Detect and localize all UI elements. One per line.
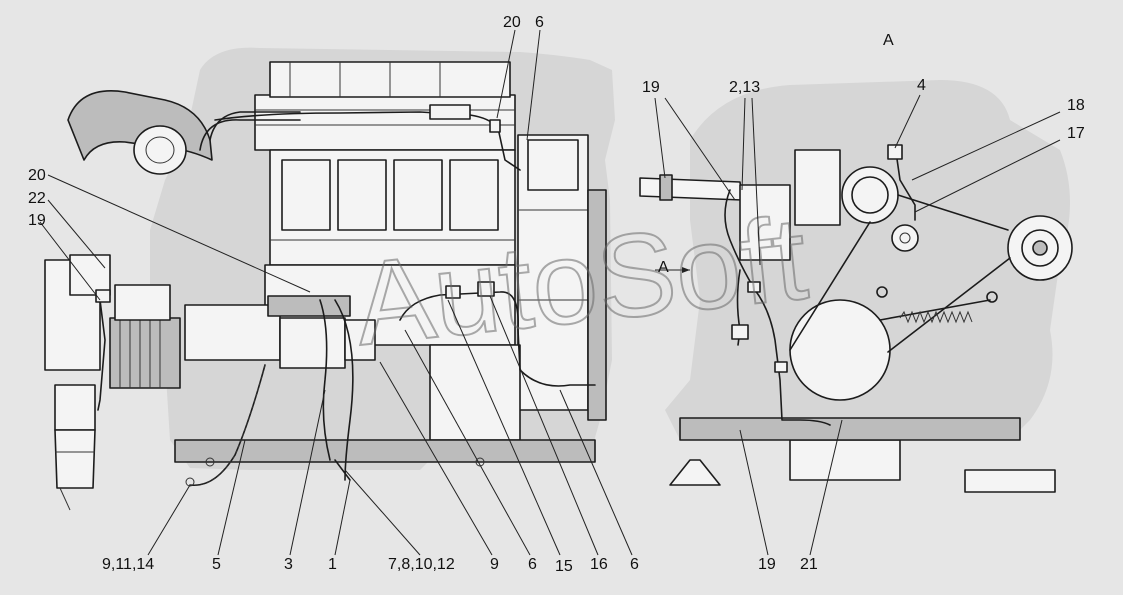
callout-21: 21 [800, 556, 818, 573]
callout-17: 17 [1067, 125, 1085, 142]
leader-lines [39, 29, 1061, 556]
callout-1: 1 [328, 556, 337, 573]
callout-7-8-10-12: 7,8,10,12 [388, 556, 455, 573]
callout-4: 4 [917, 77, 926, 94]
callout-3: 3 [284, 556, 293, 573]
callout-20-left: 20 [28, 167, 46, 184]
callout-15: 15 [555, 558, 573, 575]
section-arrow-label: A [658, 259, 669, 276]
callout-22-left: 22 [28, 190, 46, 207]
callout-6-top: 6 [535, 14, 544, 31]
right-view-a [639, 80, 1073, 493]
callout-2-13: 2,13 [729, 79, 760, 96]
callout-9-11-14: 9,11,14 [102, 556, 154, 573]
callout-9: 9 [490, 556, 499, 573]
callout-16: 16 [590, 556, 608, 573]
callout-19-left: 19 [28, 212, 46, 229]
callout-19-bottom: 19 [758, 556, 776, 573]
callout-labels: A A 20 6 20 22 19 9,11,14 5 3 1 7,8,10,1… [28, 14, 1085, 575]
callout-6-bottom-a: 6 [528, 556, 537, 573]
view-a-label: A [883, 32, 894, 49]
callout-5: 5 [212, 556, 221, 573]
callout-6-bottom-b: 6 [630, 556, 639, 573]
callout-20-top: 20 [503, 14, 521, 31]
callout-19-top: 19 [642, 79, 660, 96]
callout-18: 18 [1067, 97, 1085, 114]
left-engine-view [44, 47, 615, 511]
